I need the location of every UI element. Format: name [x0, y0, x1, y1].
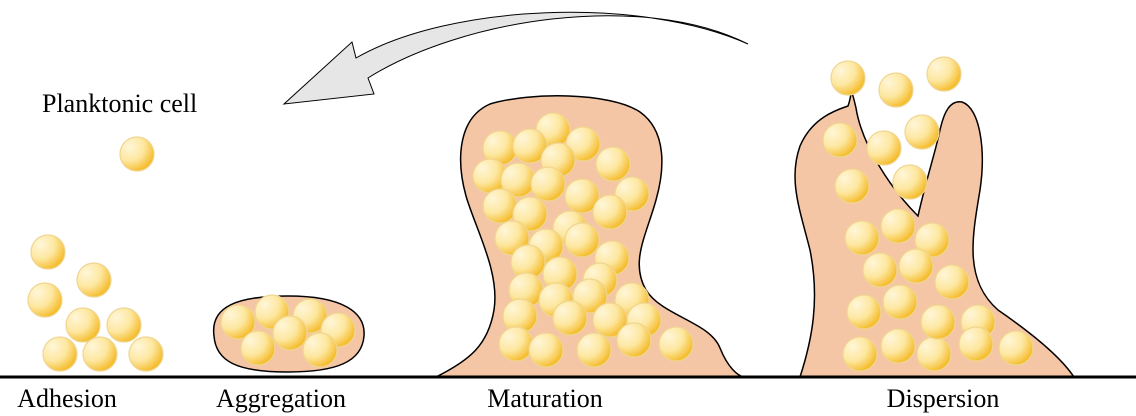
dispersion-cell — [847, 295, 881, 329]
adhesion-cell — [129, 337, 163, 371]
adhesion-cell — [66, 308, 100, 342]
planktonic-cell — [120, 137, 154, 171]
dispersion-cell — [835, 169, 869, 203]
maturation-cell — [529, 333, 563, 367]
maturation-cell — [593, 195, 627, 229]
dispersion-cell — [905, 115, 939, 149]
maturation-cell — [617, 323, 651, 357]
dispersion-cell — [843, 337, 877, 371]
adhesion-label: Adhesion — [17, 386, 117, 412]
dispersion-cell — [823, 123, 857, 157]
aggregation-label: Aggregation — [216, 386, 346, 412]
dispersion-cell — [879, 73, 913, 107]
dispersion-cell — [867, 131, 901, 165]
dispersion-cell — [999, 331, 1033, 365]
dispersion-cell — [863, 253, 897, 287]
maturation-cell — [565, 223, 599, 257]
dispersion-cell — [917, 337, 951, 371]
adhesion-cell — [31, 235, 65, 269]
dispersion-cell — [959, 327, 993, 361]
dispersion-cell — [935, 265, 969, 299]
maturation-cell — [499, 327, 533, 361]
dispersion-label: Dispersion — [887, 386, 1000, 412]
adhesion-cell — [77, 263, 111, 297]
aggregation-cell — [241, 331, 275, 365]
adhesion-cell — [28, 283, 62, 317]
aggregation-cell — [303, 333, 337, 367]
maturation-cell — [596, 147, 630, 181]
dispersion-return-arrow — [284, 12, 748, 104]
planktonic-cell-label: Planktonic cell — [42, 91, 197, 117]
adhesion-cell — [83, 337, 117, 371]
maturation-label: Maturation — [487, 386, 603, 412]
maturation-cell — [531, 167, 565, 201]
maturation-cell — [553, 301, 587, 335]
dispersion-cell — [881, 209, 915, 243]
maturation-cell — [659, 327, 693, 361]
maturation-cell — [483, 189, 517, 223]
maturation-cell — [577, 333, 611, 367]
dispersion-cell — [899, 249, 933, 283]
dispersion-cell — [881, 329, 915, 363]
dispersion-cell — [845, 221, 879, 255]
dispersion-cell — [893, 165, 927, 199]
dispersion-cell — [883, 285, 917, 319]
adhesion-cell — [43, 337, 77, 371]
dispersion-cell — [927, 57, 961, 91]
aggregation-cell — [273, 316, 307, 350]
dispersion-cell — [831, 61, 865, 95]
adhesion-cell — [107, 308, 141, 342]
dispersion-cell — [921, 305, 955, 339]
